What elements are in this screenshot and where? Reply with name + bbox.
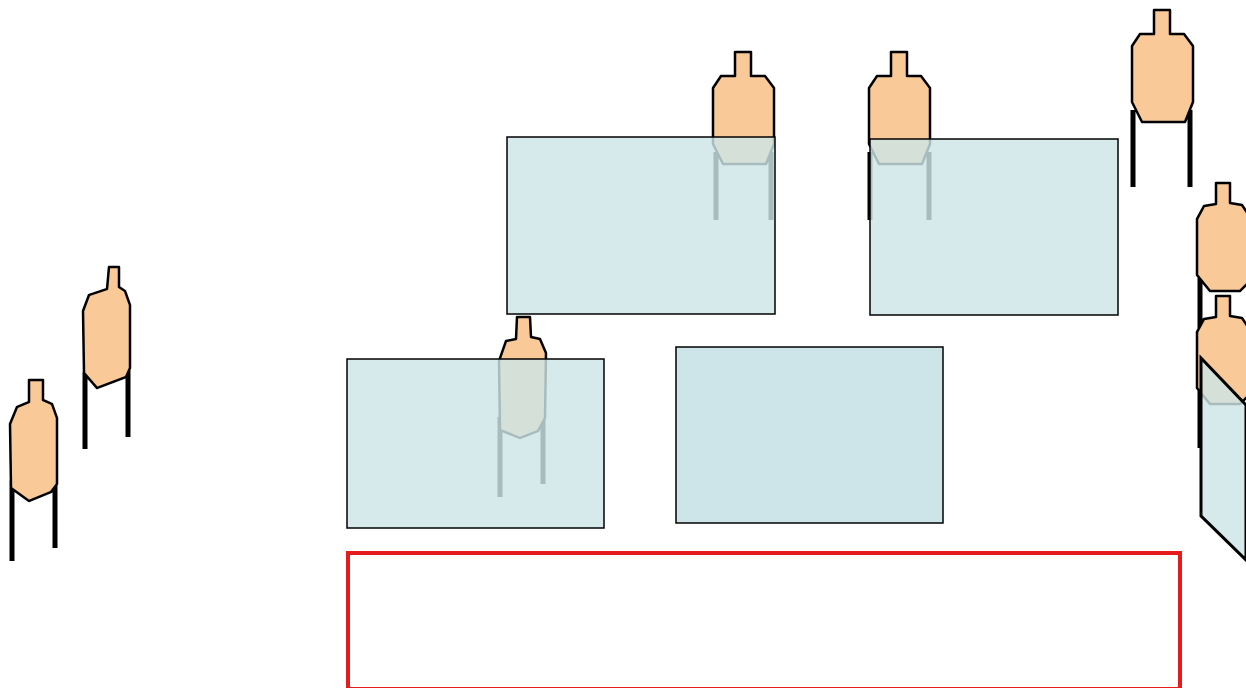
barrier-right-angled: [1199, 354, 1246, 563]
target-far-left-upper: [81, 265, 132, 449]
target-silhouette: [81, 265, 132, 390]
barrier-front-center: [675, 346, 944, 524]
barrier-back-right: [869, 138, 1119, 316]
barrier-back-left: [506, 136, 776, 315]
target-silhouette: [8, 378, 59, 503]
target-top-right: [1130, 8, 1195, 187]
target-silhouette: [1130, 8, 1195, 124]
target-far-left-lower: [8, 378, 59, 561]
barrier-front-left: [346, 358, 605, 529]
shooting-area-box: [346, 551, 1182, 688]
target-silhouette: [1195, 181, 1246, 293]
